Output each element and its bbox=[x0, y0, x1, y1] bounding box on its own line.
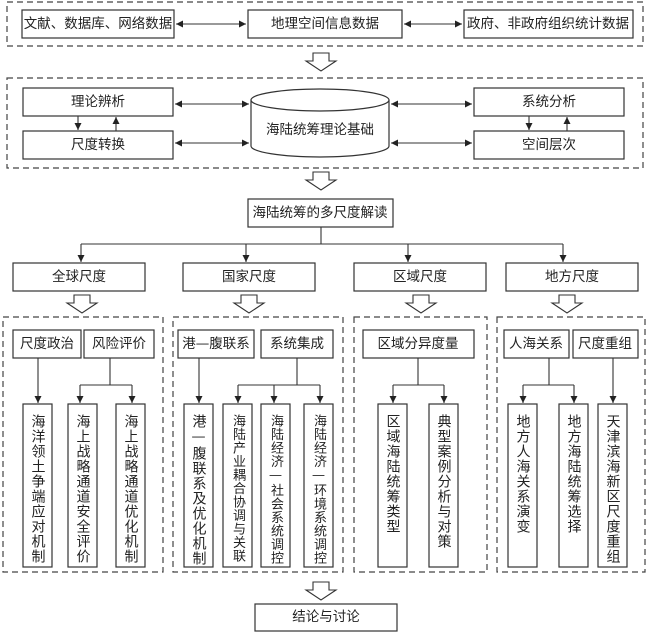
scale-local-label: 地方尺度 bbox=[545, 269, 599, 285]
item-case-study: 典型案例分析与对策 bbox=[429, 404, 458, 567]
scale-transform-label: 尺度转换 bbox=[71, 137, 125, 153]
item-economy-environment-label: 海陆经济—环境系统调控 bbox=[311, 414, 326, 565]
item-box bbox=[115, 403, 146, 568]
topic-system-integration-label: 系统集成 bbox=[270, 336, 324, 352]
down-block-arrow-icon bbox=[550, 294, 584, 314]
global-scale-group bbox=[2, 316, 164, 573]
item-economy-environment: 海陆经济—环境系统调控 bbox=[304, 404, 333, 567]
theory-core-database: 海陆统筹理论基础 bbox=[250, 88, 390, 158]
down-block-arrow-icon bbox=[304, 52, 338, 72]
item-local-choice-label: 地方海陆统筹选择 bbox=[565, 414, 582, 534]
topic-regional-differentiation-label: 区域分异度量 bbox=[378, 336, 459, 352]
item-sea-lane-optimization-label: 海上战略通道优化机制 bbox=[122, 414, 139, 564]
item-case-study-label: 典型案例分析与对策 bbox=[435, 414, 452, 549]
item-box bbox=[507, 403, 538, 568]
topic-scale-reorganization: 尺度重组 bbox=[572, 329, 639, 359]
conclusion-label: 结论与讨论 bbox=[292, 609, 360, 625]
conclusion: 结论与讨论 bbox=[254, 603, 398, 632]
item-industry-coupling-label: 海陆产业耦合协调与关联 bbox=[230, 414, 245, 563]
item-port-hinterland-mechanism: 港—腹联系及优化机制 bbox=[184, 404, 213, 567]
item-box bbox=[222, 403, 253, 568]
system-analysis-label: 系统分析 bbox=[522, 94, 576, 110]
scale-national: 国家尺度 bbox=[182, 262, 316, 292]
topic-scale-politics-label: 尺度政治 bbox=[20, 336, 74, 352]
source-geospatial-label: 地理空间信息数据 bbox=[271, 15, 379, 32]
down-block-arrow-icon bbox=[232, 294, 266, 314]
item-territorial-dispute: 海洋领土争端应对机制 bbox=[23, 404, 52, 567]
multiscale-title: 海陆统筹的多尺度解读 bbox=[253, 204, 388, 221]
local-scale-group bbox=[496, 316, 646, 573]
scale-global: 全球尺度 bbox=[12, 262, 146, 292]
system-analysis: 系统分析 bbox=[473, 87, 625, 117]
topic-scale-reorganization-label: 尺度重组 bbox=[578, 336, 632, 352]
down-block-arrow-icon bbox=[304, 581, 338, 601]
scale-global-label: 全球尺度 bbox=[52, 268, 106, 285]
item-box bbox=[303, 403, 334, 568]
theory-analysis-label: 理论辨析 bbox=[71, 94, 125, 110]
item-regional-type: 区域海陆统筹类型 bbox=[378, 404, 407, 567]
source-statistics: 政府、非政府组织统计数据 bbox=[463, 9, 634, 39]
item-economy-society-label: 海陆经济—社会系统调控 bbox=[268, 414, 283, 565]
item-box bbox=[558, 403, 589, 568]
item-local-choice: 地方海陆统筹选择 bbox=[559, 404, 588, 567]
topic-human-sea-relation: 人海关系 bbox=[503, 329, 570, 359]
topic-system-integration: 系统集成 bbox=[260, 329, 334, 359]
theory-group bbox=[6, 77, 644, 169]
item-box bbox=[67, 403, 98, 568]
item-sea-lane-optimization: 海上战略通道优化机制 bbox=[116, 404, 145, 567]
scale-regional-label: 区域尺度 bbox=[393, 269, 447, 285]
item-sea-lane-security: 海上战略通道安全评价 bbox=[68, 404, 97, 567]
source-statistics-label: 政府、非政府组织统计数据 bbox=[467, 16, 629, 32]
item-box bbox=[428, 403, 459, 568]
item-box bbox=[377, 403, 408, 568]
spatial-hierarchy: 空间层次 bbox=[473, 130, 625, 160]
item-human-sea-evolution-label: 地方人海关系演变 bbox=[514, 414, 531, 534]
item-box bbox=[183, 403, 214, 568]
topic-risk-assessment: 风险评价 bbox=[83, 329, 155, 359]
multiscale-interpretation: 海陆统筹的多尺度解读 bbox=[247, 198, 394, 228]
scale-regional: 区域尺度 bbox=[353, 262, 487, 292]
theory-analysis: 理论辨析 bbox=[22, 87, 174, 117]
source-geospatial: 地理空间信息数据 bbox=[247, 9, 403, 39]
item-box bbox=[260, 403, 291, 568]
item-tianjin-binhai: 天津滨海新区尺度重组 bbox=[598, 404, 627, 567]
item-territorial-dispute-label: 海洋领土争端应对机制 bbox=[29, 414, 46, 564]
topic-port-hinterland-label: 港—腹联系 bbox=[182, 335, 250, 352]
item-industry-coupling: 海陆产业耦合协调与关联 bbox=[223, 404, 252, 567]
item-economy-society: 海陆经济—社会系统调控 bbox=[261, 404, 290, 567]
spatial-hierarchy-label: 空间层次 bbox=[522, 137, 576, 153]
item-tianjin-binhai-label: 天津滨海新区尺度重组 bbox=[604, 414, 621, 564]
scale-transform: 尺度转换 bbox=[22, 130, 174, 160]
theory-core-label: 海陆统筹理论基础 bbox=[266, 121, 374, 138]
topic-port-hinterland: 港—腹联系 bbox=[177, 329, 255, 359]
down-block-arrow-icon bbox=[404, 294, 438, 314]
item-human-sea-evolution: 地方人海关系演变 bbox=[508, 404, 537, 567]
source-literature: 文献、数据库、网络数据 bbox=[21, 9, 175, 39]
topic-scale-politics: 尺度政治 bbox=[12, 329, 82, 359]
topic-risk-assessment-label: 风险评价 bbox=[92, 336, 146, 352]
regional-scale-group bbox=[353, 316, 488, 573]
topic-regional-differentiation: 区域分异度量 bbox=[362, 329, 475, 359]
national-scale-group bbox=[172, 316, 344, 573]
down-block-arrow-icon bbox=[304, 171, 338, 191]
topic-human-sea-relation-label: 人海关系 bbox=[509, 336, 563, 352]
item-box bbox=[597, 403, 628, 568]
item-box bbox=[22, 403, 53, 568]
scale-local: 地方尺度 bbox=[505, 262, 639, 292]
item-regional-type-label: 区域海陆统筹类型 bbox=[384, 414, 401, 534]
item-sea-lane-security-label: 海上战略通道安全评价 bbox=[74, 414, 91, 564]
down-block-arrow-icon bbox=[65, 294, 99, 314]
source-literature-label: 文献、数据库、网络数据 bbox=[24, 16, 173, 32]
scale-national-label: 国家尺度 bbox=[222, 268, 276, 285]
item-port-hinterland-mechanism-label: 港—腹联系及优化机制 bbox=[190, 414, 207, 566]
